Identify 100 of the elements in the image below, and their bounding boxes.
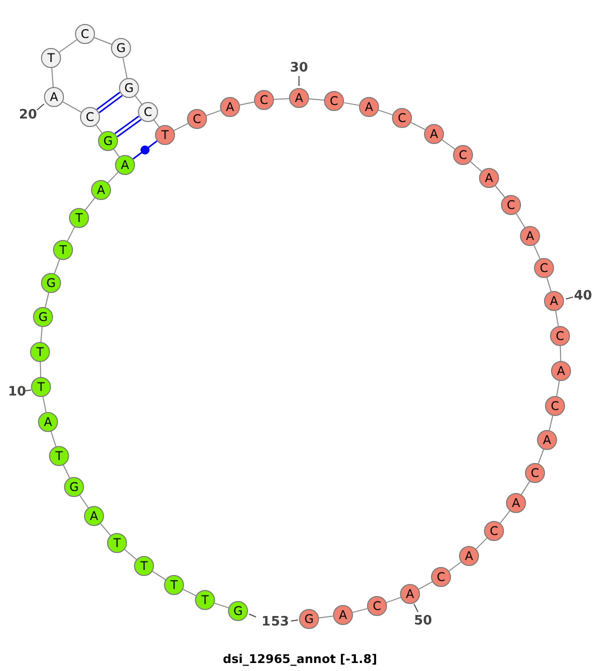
backbone-line [520, 480, 530, 496]
base-pair-line [114, 116, 142, 138]
position-number: 50 [414, 614, 432, 628]
backbone-line [560, 346, 562, 362]
backbone-line [66, 226, 76, 242]
backbone-line [62, 101, 82, 113]
nucleotide-circle: G [64, 477, 84, 497]
backbone-line [50, 431, 56, 447]
backbone-line [40, 362, 42, 378]
backbone-line [214, 602, 230, 608]
backbone-line [470, 161, 482, 172]
nucleotide-circle: A [424, 124, 444, 144]
backbone-line [556, 380, 560, 397]
backbone-line [182, 588, 196, 596]
backbone-line [51, 67, 54, 88]
nucleotide-circle: C [550, 326, 570, 346]
nucleotide-circle: A [520, 226, 540, 246]
backbone-line [448, 562, 462, 572]
backbone-line [239, 102, 255, 106]
backbone-line [173, 122, 189, 132]
nucleotide-circle: T [195, 590, 215, 610]
nucleotide-circle: A [459, 546, 479, 566]
nucleotide-circle: C [138, 102, 158, 122]
backbone-line [555, 310, 559, 327]
backbone-line [84, 197, 96, 211]
nucleotide-circle: A [537, 430, 557, 450]
backbone-line [134, 95, 142, 105]
nucleotide-circle: T [164, 575, 184, 595]
backbone-line [442, 139, 456, 150]
backbone-line [308, 98, 325, 101]
backbone-line [100, 523, 112, 536]
nucleotide-circle: G [299, 609, 319, 629]
nucleotide-circle: C [324, 91, 344, 111]
nucleotide-circle: C [367, 596, 387, 616]
backbone-line [516, 213, 526, 228]
backbone-line [494, 185, 506, 198]
backbone-line [206, 110, 222, 116]
backbone-line [96, 124, 102, 134]
backbone-line [122, 57, 128, 79]
nucleotide-circle: G [111, 38, 131, 58]
position-number: 20 [18, 108, 38, 122]
nucleotide-circle: A [400, 584, 420, 604]
backbone-line [318, 616, 334, 618]
nucleotide-circle: T [31, 377, 51, 397]
backbone-line [534, 244, 540, 260]
nucleotide-circle: C [187, 109, 207, 129]
nucleotide-circle: A [84, 506, 104, 526]
nucleotide-circle: A [91, 180, 111, 200]
backbone-line [113, 148, 120, 158]
nucleotide-circle: A [544, 291, 564, 311]
nucleotide-circle: C [431, 567, 451, 587]
backbone-line [58, 39, 78, 53]
nucleotide-circle: G [41, 273, 61, 293]
backbone-line [410, 122, 426, 130]
nucleotide-circle: T [30, 342, 50, 362]
backbone-line [54, 258, 60, 274]
backbone-line [107, 172, 119, 184]
title: dsi_12965_annot [-1.8] [222, 652, 378, 666]
nucleotide-circle: T [49, 446, 69, 466]
nucleotide-circle: T [107, 533, 127, 553]
backbone-line [40, 326, 43, 343]
nucleotide-circle: A [359, 97, 379, 117]
nucleotide-circle: T [41, 48, 61, 68]
backbone-line [79, 494, 89, 508]
position-number: 53 [270, 614, 290, 630]
backbone-line [42, 396, 47, 413]
backbone-line [343, 102, 360, 106]
nucleotide-circle: C [525, 463, 545, 483]
backbone-line [378, 110, 394, 116]
base-pair-line [96, 92, 123, 114]
nucleotide-circle: C [80, 107, 100, 127]
nucleotide-circle: G [33, 307, 53, 327]
nucleotide-circle: C [484, 521, 504, 541]
nucleotide-circle: C [534, 258, 554, 278]
position-number: 1 [261, 614, 271, 630]
nucleotide-circle: A [479, 168, 499, 188]
nucleotide-circle: A [333, 605, 353, 625]
backbone-line [152, 570, 166, 580]
nucleotide-circle: A [289, 88, 309, 108]
backbone-line [418, 581, 433, 590]
position-number: 10 [8, 384, 26, 400]
backbone-line [500, 510, 510, 524]
position-number: 30 [290, 60, 308, 76]
nucleotide-circle: C [254, 90, 274, 110]
nucleotide-circle: T [155, 125, 175, 145]
nucleotide-circle: A [115, 155, 135, 175]
nucleotide-circle: C [453, 145, 473, 165]
backbone-line [546, 277, 552, 292]
backbone-line [273, 98, 290, 100]
base-pair-line [132, 140, 158, 160]
nucleotide-circle: C [545, 396, 565, 416]
nucleotide-circle: C [392, 108, 412, 128]
nucleotide-circle: T [134, 556, 154, 576]
nucleotide-circle: A [38, 412, 58, 432]
position-number: 40 [574, 288, 592, 304]
nucleotide-circle: A [551, 361, 571, 381]
nucleotide-circle: T [53, 240, 73, 260]
nucleotide-circle: A [44, 87, 64, 107]
nucleotide-circle: C [75, 24, 95, 44]
nucleotide-circle: A [220, 97, 240, 117]
